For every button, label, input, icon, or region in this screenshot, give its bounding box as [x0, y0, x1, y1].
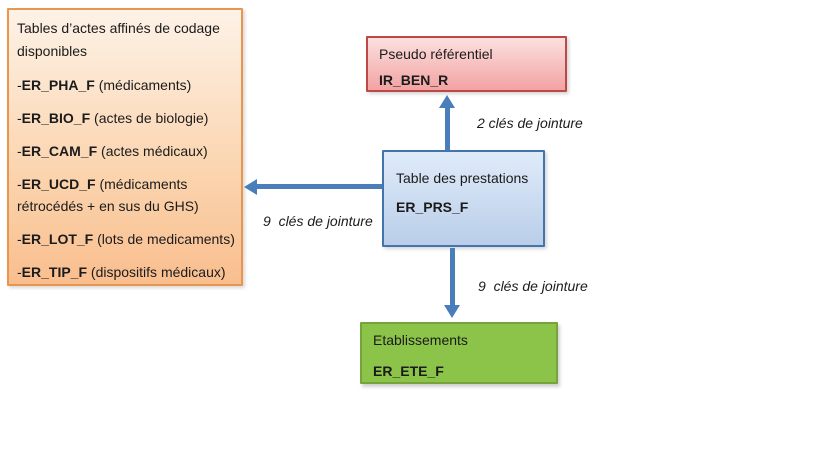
table-name: ER_PHA_F: [21, 77, 95, 93]
item-bullet: -: [17, 110, 22, 126]
table-name: ER_BIO_F: [21, 110, 91, 126]
prestations-label: Table des prestations: [396, 170, 529, 186]
item-bullet: -: [17, 77, 22, 93]
table-desc: (médicaments): [94, 77, 192, 93]
table-name: ER_UCD_F: [21, 176, 96, 192]
coding-tables-title: Tables d’actes affinés de codage disponi…: [17, 20, 220, 59]
item-bullet: -: [17, 264, 22, 280]
etablissements-box: Etablissements ER_ETE_F: [360, 322, 558, 384]
table-desc: (lots de medicaments): [93, 231, 235, 247]
etablissements-table-name: ER_ETE_F: [373, 363, 444, 379]
join-keys-label-coding-tables: 9 clés de jointure: [263, 213, 373, 229]
list-item: -ER_CAM_F (actes médicaux): [17, 140, 241, 162]
pseudo-referentiel-label: Pseudo référentiel: [379, 46, 493, 62]
item-bullet: -: [17, 143, 22, 159]
list-item: -ER_BIO_F (actes de biologie): [17, 107, 241, 129]
join-keys-label-etablissements: 9 clés de jointure: [478, 278, 588, 294]
prestations-box: Table des prestations ER_PRS_F: [382, 150, 545, 247]
table-desc: (actes de biologie): [90, 110, 209, 126]
arrow-down-head-icon: [444, 305, 460, 318]
item-bullet: -: [17, 176, 22, 192]
prestations-table-name: ER_PRS_F: [396, 199, 469, 215]
list-item: -ER_PHA_F (médicaments): [17, 74, 241, 96]
table-name: ER_TIP_F: [21, 264, 88, 280]
table-name: ER_LOT_F: [21, 231, 94, 247]
etablissements-label: Etablissements: [373, 332, 468, 348]
pseudo-referentiel-box: Pseudo référentiel IR_BEN_R: [366, 36, 567, 92]
pseudo-referentiel-table-name: IR_BEN_R: [379, 72, 449, 88]
arrow-up-to-referentiel: [445, 107, 450, 150]
table-desc: (actes médicaux): [97, 143, 208, 159]
arrow-down-to-etablissements: [450, 248, 455, 306]
arrow-left-head-icon: [244, 179, 257, 195]
list-item: -ER_UCD_F (médicaments rétrocédés + en s…: [17, 173, 241, 217]
item-bullet: -: [17, 231, 22, 247]
arrow-up-head-icon: [439, 95, 455, 108]
table-name: ER_CAM_F: [21, 143, 98, 159]
list-item: -ER_LOT_F (lots de medicaments): [17, 228, 241, 250]
join-keys-label-referentiel: 2 clés de jointure: [477, 115, 583, 131]
arrow-left-to-coding-tables: [256, 184, 382, 189]
coding-tables-box: Tables d’actes affinés de codage disponi…: [7, 8, 243, 286]
table-desc: (médicaments rétrocédés + en sus du GHS): [17, 176, 199, 214]
table-desc: (dispositifs médicaux): [87, 264, 226, 280]
list-item: -ER_TIP_F (dispositifs médicaux): [17, 261, 241, 283]
